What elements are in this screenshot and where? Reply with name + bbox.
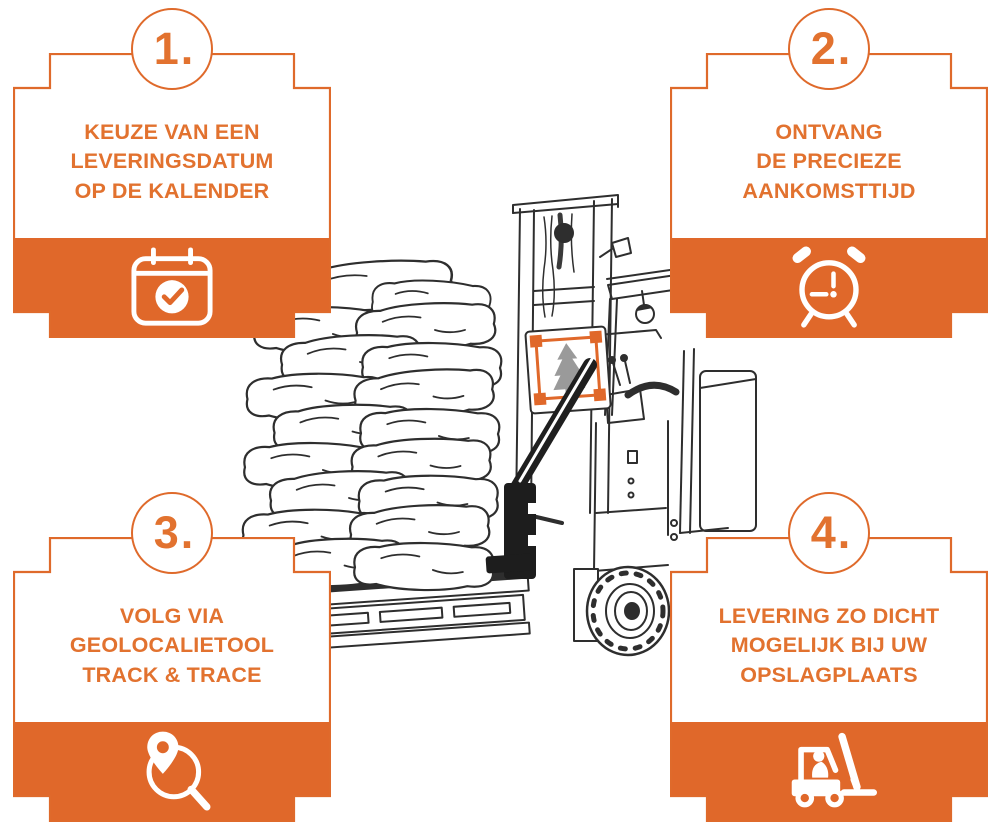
card-frame <box>670 537 988 822</box>
step-label-line: MOGELIJK BIJ UW <box>730 633 928 658</box>
step-label-line: GEOLOCALIETOOL <box>69 633 275 658</box>
forklift-icon <box>791 732 877 808</box>
step-card-4: 4. LEVERING ZO DICHT MOGELIJK BIJ UW OPS… <box>670 492 988 822</box>
step-label-line: KEUZE VAN EEN <box>84 119 260 144</box>
step-label-line: ONTVANG <box>775 119 883 144</box>
step-label-line: OP DE KALENDER <box>74 178 270 203</box>
pine-tree-logo <box>524 325 612 415</box>
step-card-2: 2. ONTVANG DE PRECIEZE AANKOMSTTIJD <box>670 8 988 338</box>
step-number: 2. <box>788 8 870 90</box>
step-label: KEUZE VAN EEN LEVERINGSDATUM OP DE KALEN… <box>21 91 323 233</box>
location-search-icon <box>146 731 211 811</box>
card-frame <box>13 537 331 822</box>
step-label-line: LEVERING ZO DICHT <box>718 603 940 628</box>
calendar-check-icon <box>131 247 213 326</box>
step-number: 3. <box>131 492 213 574</box>
step-label-line: TRACK & TRACE <box>82 662 262 687</box>
step-number: 4. <box>788 492 870 574</box>
fork-carriage <box>485 483 537 579</box>
step-label-line: VOLG VIA <box>119 603 225 628</box>
card-frame <box>670 53 988 338</box>
step-number: 1. <box>131 8 213 90</box>
step-card-3: 3. VOLG VIA GEOLOCALIETOOL TRACK & TRACE <box>13 492 331 822</box>
alarm-clock-icon <box>792 246 866 328</box>
step-card-1: 1. KEUZE VAN EEN LEVERINGSDATUM OP DE KA… <box>13 8 331 338</box>
step-label-line: DE PRECIEZE <box>756 149 902 174</box>
step-label-line: LEVERINGSDATUM <box>70 149 274 174</box>
step-label: LEVERING ZO DICHT MOGELIJK BIJ UW OPSLAG… <box>678 575 980 717</box>
step-label-line: OPSLAGPLAATS <box>740 662 918 687</box>
step-label: ONTVANG DE PRECIEZE AANKOMSTTIJD <box>678 91 980 233</box>
step-label: VOLG VIA GEOLOCALIETOOL TRACK & TRACE <box>21 575 323 717</box>
step-label-line: AANKOMSTTIJD <box>742 178 916 203</box>
